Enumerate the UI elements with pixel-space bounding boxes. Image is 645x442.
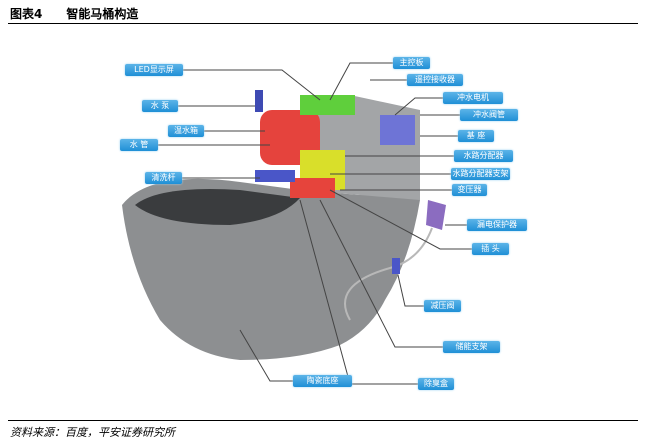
label-remote-receiver: 遥控接收器 [407, 74, 463, 86]
source-note: 资料来源：百度，平安证券研究所 [10, 426, 175, 439]
reducer-part [392, 258, 400, 274]
label-base: 基 座 [458, 130, 494, 142]
label-transformer: 变压器 [452, 184, 487, 196]
label-led-display: LED显示屏 [125, 64, 183, 76]
top-rule [8, 23, 638, 24]
figure-number: 图表4 [10, 7, 43, 21]
pump-part [255, 90, 263, 112]
blue-part [380, 115, 415, 145]
control-board-part [300, 95, 355, 115]
label-warm-tank: 温水箱 [168, 125, 204, 137]
label-flush-valve: 冲水阀管 [460, 109, 518, 121]
label-deodorizer: 除臭盒 [418, 378, 454, 390]
label-pressure-reducer: 减压阀 [424, 300, 461, 312]
red-part [290, 178, 335, 198]
label-plug: 插 头 [472, 243, 509, 255]
cable [344, 227, 433, 321]
label-flush-motor: 冲水电机 [443, 92, 503, 104]
label-bracket: 储能支架 [443, 341, 500, 353]
label-distributor: 水路分配器 [454, 150, 513, 162]
toilet-bowl-opening [135, 189, 300, 225]
leader-lines [158, 62, 472, 385]
label-wand: 清洗杆 [145, 172, 182, 184]
blue-wand [255, 170, 295, 182]
label-ceramic-base: 陶瓷底座 [293, 375, 352, 387]
label-leakage-protector: 漏电保护器 [467, 219, 527, 231]
bottom-rule [8, 420, 638, 421]
label-pump: 水 泵 [142, 100, 178, 112]
figure-title: 图表4 智能马桶构造 [10, 5, 162, 22]
label-distributor-bracket: 水路分配器支架 [451, 168, 510, 180]
plug-part [426, 200, 446, 230]
figure-caption: 智能马桶构造 [66, 7, 139, 21]
label-control-board: 主控板 [393, 57, 430, 69]
label-pipe: 水 管 [120, 139, 158, 151]
